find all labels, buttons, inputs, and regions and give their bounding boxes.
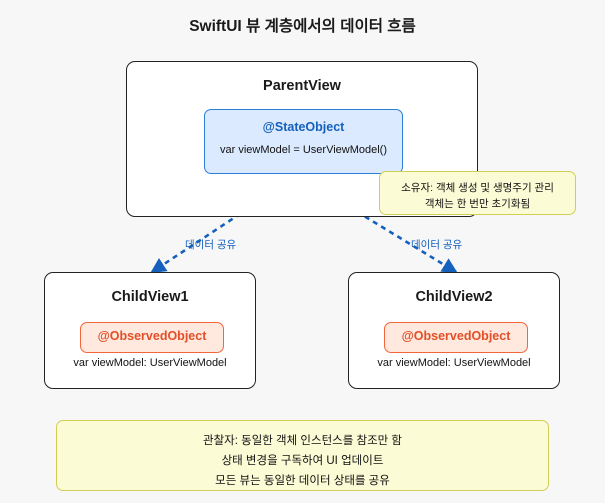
observed-object-badge-1: @ObservedObject <box>97 329 207 343</box>
child-view-2-declaration: var viewModel: UserViewModel <box>377 357 531 369</box>
edge-label-data-share-left: 데이터 공유 <box>185 239 237 251</box>
summary-note-line-2: 상태 변경을 구독하여 UI 업데이트 <box>221 455 384 467</box>
observed-object-badge-2: @ObservedObject <box>401 329 511 343</box>
observed-object-box-2[interactable]: @ObservedObject <box>384 322 528 353</box>
node-child-view-2[interactable]: ChildView2 @ObservedObject var viewModel… <box>348 272 560 389</box>
child-view-2-title: ChildView2 <box>415 289 493 305</box>
owner-note-line-2: 객체는 한 번만 초기화됨 <box>424 198 531 210</box>
edge-label-data-share-right: 데이터 공유 <box>411 239 463 251</box>
observed-object-box-1[interactable]: @ObservedObject <box>80 322 224 353</box>
node-child-view-1[interactable]: ChildView1 @ObservedObject var viewModel… <box>44 272 256 389</box>
state-object-badge: @StateObject <box>262 120 345 134</box>
owner-note: 소유자: 객체 생성 및 생명주기 관리 객체는 한 번만 초기화됨 <box>379 171 576 215</box>
diagram-title: SwiftUI 뷰 계층에서의 데이터 흐름 <box>189 18 416 35</box>
state-object-box[interactable]: @StateObject var viewModel = UserViewMod… <box>204 109 403 174</box>
child-view-1-title: ChildView1 <box>111 289 189 305</box>
parent-view-title: ParentView <box>263 78 341 94</box>
owner-note-line-1: 소유자: 객체 생성 및 생명주기 관리 <box>401 182 554 194</box>
child-view-1-declaration: var viewModel: UserViewModel <box>73 357 227 369</box>
summary-note-line-3: 모든 뷰는 동일한 데이터 상태를 공유 <box>215 475 390 487</box>
summary-note: 관찰자: 동일한 객체 인스턴스를 참조만 함 상태 변경을 구독하여 UI 업… <box>56 420 549 491</box>
summary-note-line-1: 관찰자: 동일한 객체 인스턴스를 참조만 함 <box>202 435 403 447</box>
state-object-declaration: var viewModel = UserViewModel() <box>220 144 387 156</box>
